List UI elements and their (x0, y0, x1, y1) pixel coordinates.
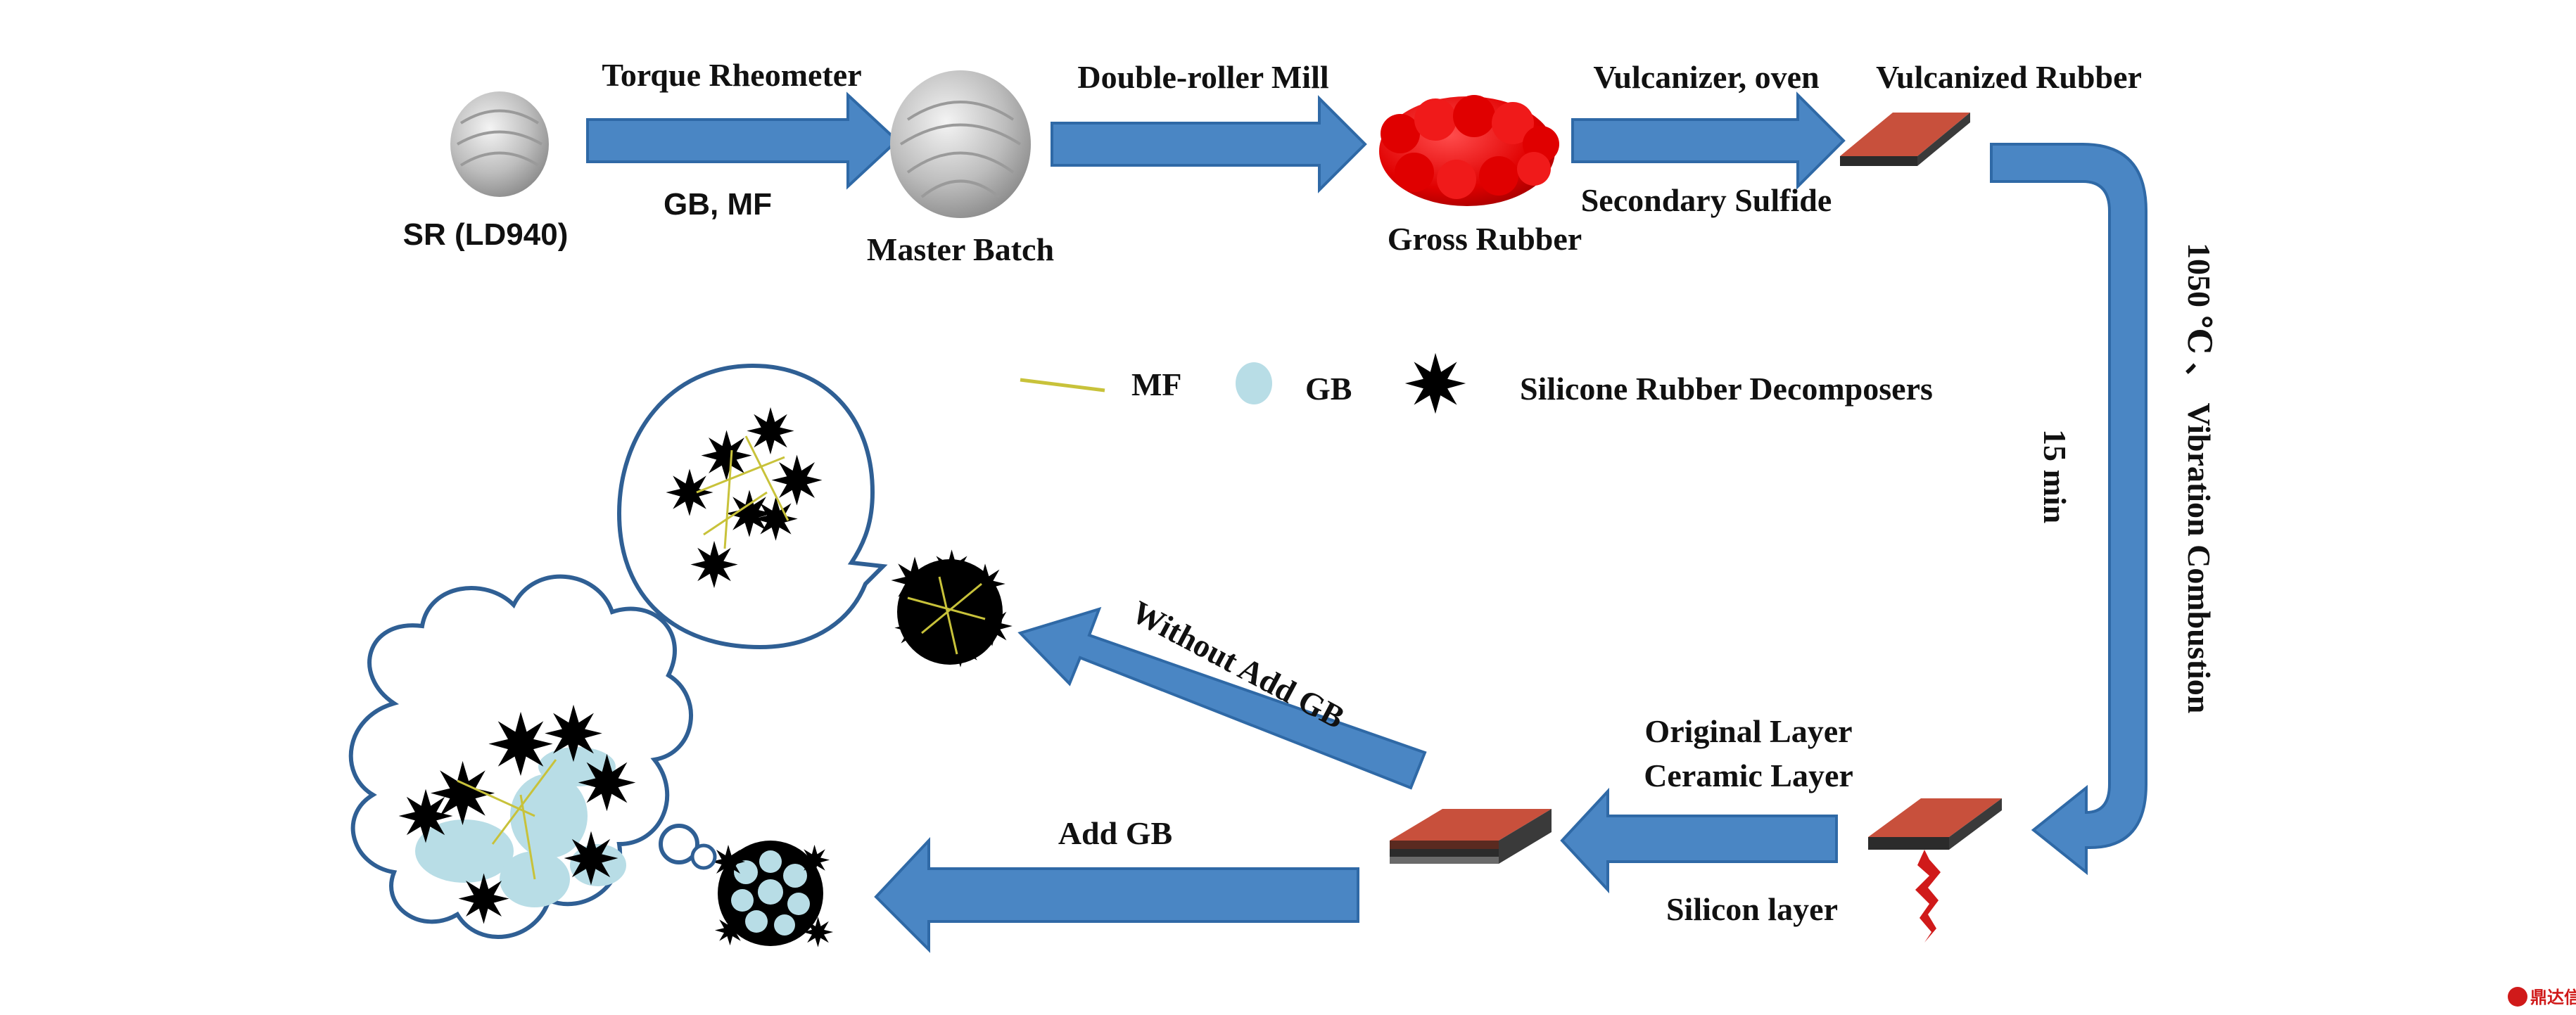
without-gb-speech-bubble (616, 363, 888, 650)
secondary-sulfide-label: Secondary Sulfide (1581, 182, 1832, 218)
layered-slab (1390, 809, 1552, 864)
watermark: 鼎达信 (2508, 987, 2576, 1007)
sr-label: SR (LD940) (403, 217, 569, 252)
original-layer-label: Original Layer (1644, 713, 1852, 749)
torque-rheometer-label: Torque Rheometer (602, 57, 861, 93)
legend-decomposers-label: Silicone Rubber Decomposers (1520, 371, 1933, 407)
arrow-vulcanizer (1571, 91, 1846, 190)
result-without-gb-cluster (891, 549, 1013, 668)
double-roller-mill-label: Double-roller Mill (1077, 59, 1328, 95)
gb-mf-label: GB, MF (664, 187, 772, 222)
gross-rubber-material (1379, 95, 1559, 206)
gross-rubber-label: Gross Rubber (1388, 221, 1582, 257)
legend-mf-label: MF (1131, 366, 1182, 402)
master-batch-material (890, 70, 1031, 218)
add-gb-label: Add GB (1058, 815, 1172, 851)
arrow-combustion (1990, 143, 2147, 876)
vulcanizer-label: Vulcanizer, oven (1593, 59, 1819, 95)
legend-gb-label: GB (1305, 371, 1352, 407)
arrow-to-layers (1560, 787, 1838, 894)
legend-mf-swatch (1020, 378, 1105, 392)
result-with-gb-cluster (711, 841, 834, 947)
arrow-add-gb (874, 836, 1359, 953)
watermark-label: 鼎达信 (2530, 988, 2576, 1007)
vulcanized-rubber-label: Vulcanized Rubber (1876, 59, 2142, 95)
arrow-double-roller-mill (1051, 95, 1367, 193)
combustion-label: 1050 ℃ 、 Vibration Combustion (2181, 243, 2217, 713)
ceramic-layer-label: Ceramic Layer (1644, 758, 1853, 793)
master-batch-label: Master Batch (867, 231, 1054, 267)
arrow-without-add-gb (1017, 606, 1427, 790)
arrow-torque-rheometer (586, 91, 899, 190)
with-gb-thought-cloud (348, 574, 717, 939)
sr-raw-material (450, 91, 549, 197)
legend-gb-swatch (1236, 362, 1272, 404)
burnt-slab (1868, 798, 2002, 943)
duration-label: 15 min (2037, 429, 2073, 523)
legend-decomposer-swatch (1404, 352, 1466, 414)
silicon-layer-label: Silicon layer (1666, 891, 1838, 927)
vulcanized-rubber-slab (1840, 113, 1970, 166)
